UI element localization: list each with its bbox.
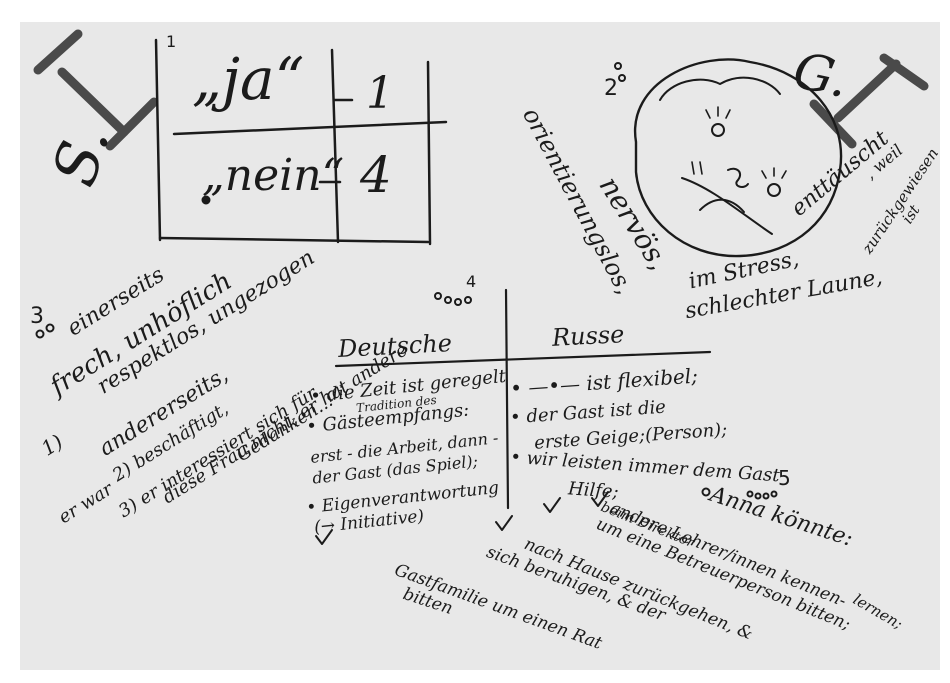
answer-nein: „nein“ — [202, 154, 344, 198]
ja-count: 1 — [366, 72, 394, 116]
section-5-number: 5 — [778, 468, 791, 488]
section-1-number: 1 — [166, 34, 176, 50]
russe-item-5: Hilfe; — [567, 480, 619, 501]
answer-ja: „ja“ — [192, 50, 304, 108]
s-decor-stroke-1 — [38, 34, 78, 70]
letter-g: G. — [789, 45, 852, 105]
check-mark-3 — [544, 498, 560, 512]
column-header-deutsche: Deutsche — [337, 331, 452, 361]
worksheet-paper: 1 „ja“ 1 „nein“ 4 S. G. 2 orientierungsl… — [20, 22, 940, 670]
column-header-russe: Russe — [551, 322, 625, 350]
section-2-number: 2 — [604, 78, 618, 100]
check-mark-2 — [496, 516, 512, 530]
section-4-number: 4 — [466, 274, 476, 290]
section-3-number: 3 — [30, 306, 44, 328]
nein-count: 4 — [360, 150, 392, 200]
